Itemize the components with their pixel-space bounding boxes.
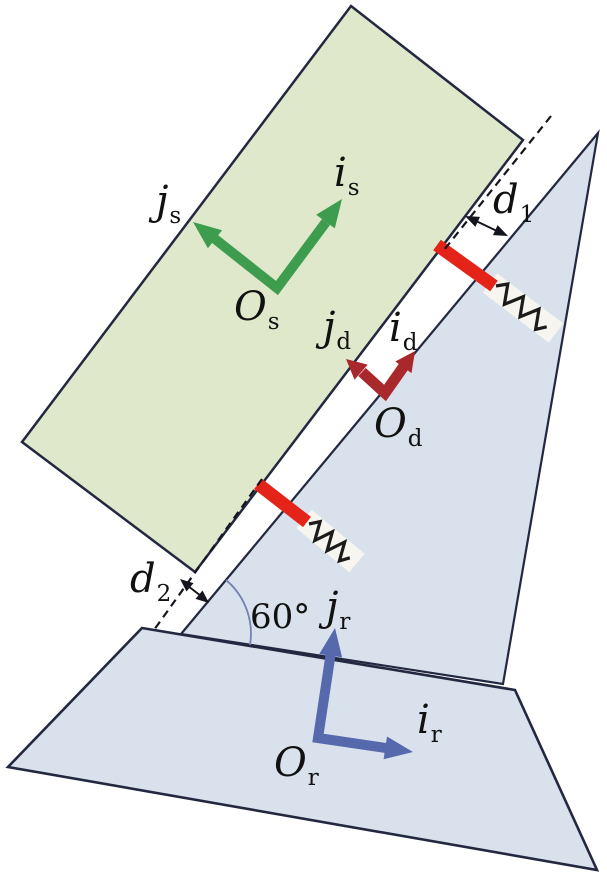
label-d2: d2	[130, 556, 171, 607]
spring-zigzag-upper-icon	[495, 282, 548, 332]
frame-or	[312, 628, 413, 760]
axis-arrowhead-js-icon	[193, 222, 223, 249]
label-d1: d1	[493, 177, 534, 228]
red-bar-lower	[254, 478, 311, 528]
dashed-extension-upper	[443, 115, 552, 251]
dashed-extension-lower	[153, 478, 263, 631]
angle-arc	[225, 579, 252, 646]
axis-arrowhead-jd-icon	[346, 359, 368, 380]
frame-od	[346, 351, 415, 402]
angle-label: 60°	[250, 597, 310, 637]
axis-arrowhead-ir-icon	[383, 736, 413, 760]
axis-shafts-or	[312, 651, 387, 753]
label-or: Or	[274, 740, 319, 791]
red-bar-upper	[433, 239, 498, 292]
label-ir: ir	[417, 697, 442, 748]
axis-shafts-od	[358, 362, 409, 402]
label-id: id	[389, 305, 418, 356]
label-os: Os	[234, 284, 280, 335]
spring-zigzag-lower-icon	[308, 519, 351, 564]
axis-shafts-os	[211, 219, 331, 296]
base-plane	[5, 626, 600, 872]
label-js: js	[148, 178, 181, 229]
axis-arrowhead-is-icon	[316, 199, 342, 229]
gap-arrow-d2	[180, 579, 209, 603]
gap-arrow-d1	[465, 216, 508, 236]
label-is: is	[334, 150, 360, 201]
axis-arrowhead-jr-icon	[319, 628, 343, 658]
frame-os	[193, 199, 342, 296]
label-od: Od	[374, 401, 423, 452]
axis-arrowhead-id-icon	[395, 351, 415, 374]
